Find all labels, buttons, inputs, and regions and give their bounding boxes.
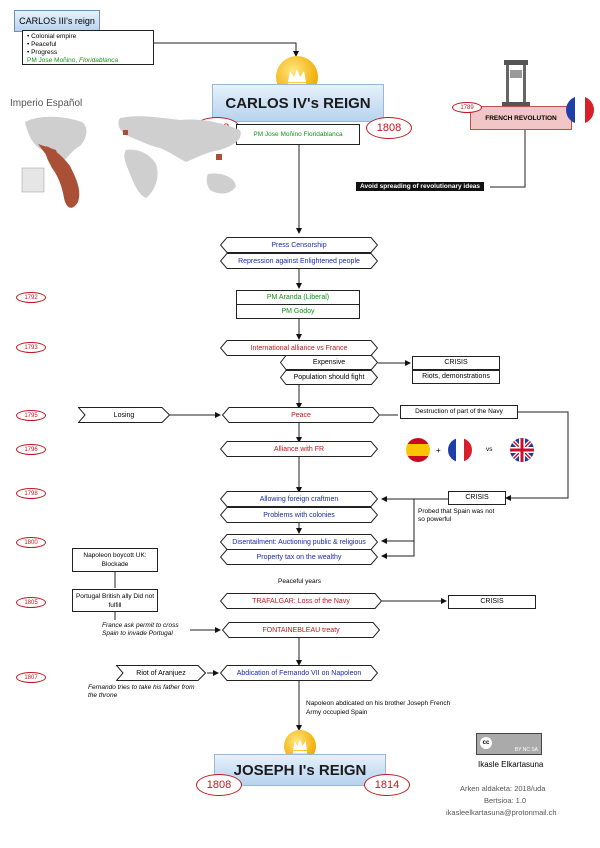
property-tax-box: Property tax on the wealthy [220,549,378,565]
world-map-image [21,116,241,208]
losing-box: Losing [78,407,170,423]
year-1805: 1805 [16,597,46,608]
disentailment-box: Disentailment: Auctioning public & relig… [220,534,378,550]
foreign-craftmen-box: Allowing foreign craftmen [220,491,378,507]
colonies-problems-box: Problems with colonies [220,507,378,523]
joseph-title: JOSEPH I's REIGN [233,761,367,779]
pm-aranda-box: PM Aranda (Liberal) [236,290,360,305]
plus-sign: + [436,446,441,455]
france-permit-note: France ask permit to cross Spain to inva… [102,622,179,637]
french-revolution-label: FRENCH REVOLUTION [485,114,557,122]
riot-aranjuez-box: Riot of Aranjuez [116,665,206,681]
fernando-note: Fernando tries to take his father from t… [88,684,195,699]
credits-version: Bertsioa: 1.0 [484,796,527,805]
joseph-end-year: 1814 [364,774,410,796]
joseph-reign-title: JOSEPH I's REIGN [214,754,386,786]
france-flag-icon-small [448,438,472,462]
spain-flag-icon [406,438,430,462]
expensive-box: Expensive [280,355,378,370]
pm-godoy-box: PM Godoy [236,304,360,319]
vs-label: vs [486,446,493,453]
carlos3-reign-box: CARLOS III's reign [14,10,100,32]
guillotine-icon [500,60,532,106]
france-flag-icon [566,96,594,124]
press-censorship-box: Press Censorship [220,237,378,253]
abdication-box: Abdication of Fernando VII on Napoleon [220,665,378,681]
french-revolution-year: 1789 [452,102,482,113]
year-1800: 1800 [16,537,46,548]
credits-author: Ikasle Elkartasuna [478,760,544,769]
carlos4-title: CARLOS IV's REIGN [225,94,371,112]
fontainebleau-box: FONTAINEBLEAU treaty [222,622,380,638]
avoid-spreading-label: Avoid spreading of revolutionary ideas [356,182,485,191]
napoleon-boycott-box: Napoleon boycott UK: Blockade [72,548,158,572]
year-1793: 1793 [16,342,46,353]
cc-icon: cc [480,737,492,749]
carlos3-title: CARLOS III's reign [19,16,95,26]
cc-license-badge: cc BY NC SA [476,733,542,755]
cc-terms: BY NC SA [514,747,538,753]
carlos3-details-box: • Colonial empire • Peaceful • Progress … [22,30,154,65]
uk-flag-icon [510,438,534,462]
carlos3-bullet: • Progress [27,49,58,56]
proved-note: Probed that Spain was not so powerful [418,508,495,523]
year-1807: 1807 [16,672,46,683]
carlos3-bullet: • Colonial empire [27,33,77,40]
alliance-vs-france-box: International alliance vs France [220,340,378,356]
map-label: Imperio Español [10,98,83,109]
carlos4-end-year: 1808 [366,117,412,139]
navy-destruction-box: Destruction of part of the Navy [400,405,518,419]
napoleon-note: Napoleon abdicated on his brother Joseph… [306,700,451,716]
carlos3-pm: PM Jose Moñino, Floridablanca [27,57,119,64]
crisis-box-2: CRISIS [448,491,506,505]
joseph-start-year: 1808 [196,774,242,796]
crisis-box-3: CRISIS [448,595,536,609]
trafalgar-box: TRAFALGAR: Loss of the Navy [220,593,382,609]
peace-box: Peace [222,407,380,423]
portugal-box: Portugal British ally Did not fulfill [72,589,158,612]
credits-date: Arken aldaketa: 2018/uda [460,784,546,793]
credits-email: ikasleelkartasuna@protonmail.ch [446,808,557,817]
repression-box: Repression against Enlightened people [220,253,378,269]
year-1792: 1792 [16,292,46,303]
year-1798: 1798 [16,488,46,499]
population-fight-box: Population should fight [280,370,378,385]
carlos3-bullet: • Peaceful [27,41,57,48]
crisis-box-1: CRISIS [412,356,500,370]
peaceful-years-label: Peaceful years [278,578,321,585]
french-revolution-box: FRENCH REVOLUTION [470,106,572,130]
year-1796: 1796 [16,444,46,455]
riots-box: Riots, demonstrations [412,370,500,384]
carlos4-pm: PM Jose Moñino Floridablanca [236,124,360,145]
alliance-with-fr-box: Alliance with FR [220,441,378,457]
year-1795: 1795 [16,410,46,421]
carlos4-reign-title: CARLOS IV's REIGN [212,84,384,122]
